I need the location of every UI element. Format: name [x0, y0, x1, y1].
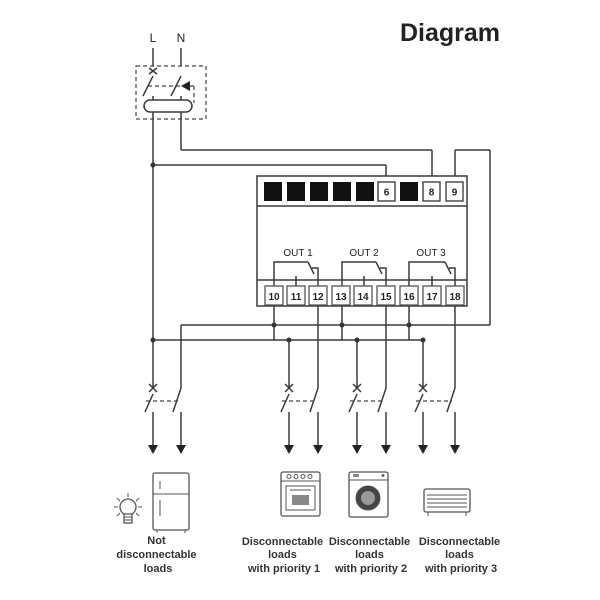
wiring	[150, 119, 491, 388]
out-2-label: OUT 2	[349, 248, 379, 259]
top-terminal-strip: 6 8 9	[264, 181, 464, 202]
load-switch-priority-1	[280, 383, 323, 454]
terminal-1	[264, 182, 282, 201]
terminal-3	[310, 182, 328, 201]
terminal-13	[331, 285, 351, 306]
caption-priority-1: Disconnectable loads with priority 1	[242, 536, 326, 575]
terminal-6	[377, 181, 396, 202]
svg-text:10: 10	[268, 292, 280, 303]
terminal-2	[287, 182, 305, 201]
load-controller: 6 8 9 OUT 1 OUT 2 OUT 3 10 11 12	[256, 175, 468, 307]
terminal-11	[286, 285, 306, 306]
mains-neutral-label: N	[177, 31, 186, 45]
terminal-8-label: 8	[429, 188, 435, 199]
terminal-8	[422, 181, 441, 202]
terminal-14	[353, 285, 373, 306]
load-switch-fridge	[144, 383, 186, 454]
load-switch-priority-2	[348, 383, 391, 454]
load-switch-priority-3	[414, 383, 460, 454]
svg-text:13: 13	[335, 292, 347, 303]
bottom-terminal-strip: 10 11 12 13 14 15 16 17 18	[264, 285, 465, 306]
svg-text:17: 17	[426, 292, 438, 303]
terminal-5	[356, 182, 374, 201]
fridge-icon	[152, 472, 190, 533]
terminal-17	[422, 285, 442, 306]
stove-icon	[280, 471, 321, 517]
caption-priority-3: Disconnectable loads with priority 3	[419, 536, 503, 575]
relay-contacts	[273, 261, 456, 286]
caption-not-disconnectable: Not disconnectable loads	[116, 535, 199, 575]
washing-machine-icon	[348, 471, 389, 518]
terminal-16	[399, 285, 419, 306]
terminal-4	[333, 182, 351, 201]
svg-text:11: 11	[291, 292, 302, 303]
out-3-label: OUT 3	[416, 248, 446, 259]
caption-priority-2: Disconnectable loads with priority 2	[329, 536, 413, 575]
terminal-9-label: 9	[452, 188, 458, 199]
main-breaker	[135, 48, 207, 120]
mains-line-label: L	[150, 31, 157, 45]
svg-text:16: 16	[403, 292, 415, 303]
diagram-title: Diagram	[400, 19, 500, 47]
terminal-18	[445, 285, 465, 306]
terminal-9	[445, 181, 464, 202]
heater-icon	[423, 488, 471, 516]
terminal-10	[264, 285, 284, 306]
out-1-label: OUT 1	[283, 248, 313, 259]
svg-text:18: 18	[449, 292, 461, 303]
terminal-7	[400, 182, 418, 201]
terminal-15	[376, 285, 396, 306]
terminal-12	[308, 285, 328, 306]
svg-text:14: 14	[357, 292, 369, 303]
svg-text:15: 15	[380, 292, 392, 303]
svg-text:12: 12	[312, 292, 324, 303]
lightbulb-icon	[114, 493, 142, 524]
terminal-6-label: 6	[384, 188, 390, 199]
